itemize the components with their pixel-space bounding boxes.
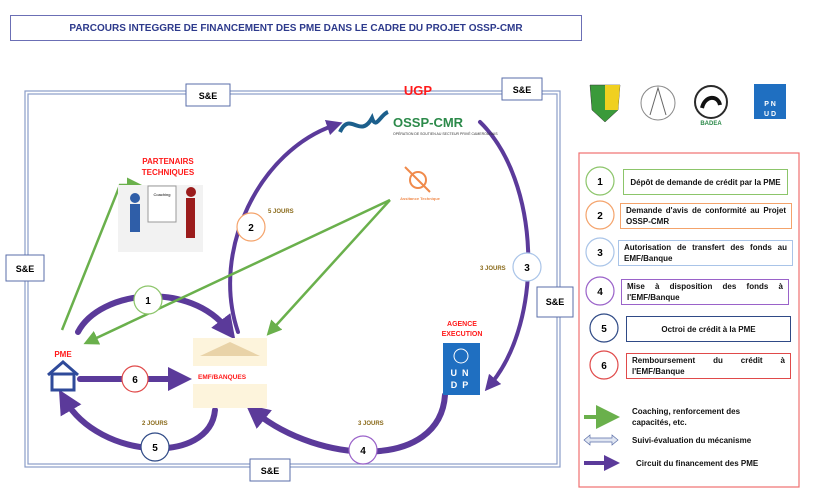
legend-step-number: 4: [597, 287, 603, 298]
svg-text:S&E: S&E: [199, 91, 218, 101]
legend-step-number: 2: [597, 211, 603, 222]
legend-step-number: 6: [601, 361, 607, 372]
coaching-arrow-emf: [266, 199, 391, 336]
legend-double-arrow: [583, 434, 619, 446]
agence-label: AGENCE: [447, 321, 477, 328]
partenaires-label: PARTENAIRS: [142, 157, 194, 166]
svg-text:1: 1: [145, 296, 151, 307]
se-box: S&E: [185, 83, 231, 107]
page-title: PARCOURS INTEGGRE DE FINANCEMENT DES PME…: [10, 15, 582, 41]
svg-text:3: 3: [524, 263, 530, 274]
step-circle-3: 3: [512, 252, 542, 282]
pnud-logo: P N U D: [754, 84, 786, 119]
legend-step-circle: [589, 313, 619, 343]
step-circle-6: 6: [121, 365, 149, 393]
svg-text:S&E: S&E: [261, 466, 280, 476]
step-circle-2: 2: [236, 212, 266, 242]
ministry-seal-logo: [640, 85, 676, 121]
duration-label: 3 JOURS: [480, 266, 506, 272]
legend-step-circle: [585, 276, 615, 306]
assistance-technique-label: Assitance Technique: [400, 196, 440, 201]
legend-step-number: 3: [597, 248, 603, 259]
house-icon: [47, 360, 79, 392]
undp-logo-letters: UNDP: [450, 368, 474, 390]
flow-arrow-2: [228, 119, 343, 334]
legend-step-number: 5: [601, 324, 607, 335]
step-circle-1: 1: [133, 285, 163, 315]
ossp-cmr-logo: OSSP-CMR OPÉRATION DE SOUTIEN AU SECTEUR…: [338, 110, 498, 136]
coaching-illustration: Coaching: [118, 185, 203, 252]
agence-label: EXECUTION: [442, 331, 483, 338]
legend-suivi: Suivi-évaluation du mécanisme: [632, 436, 752, 445]
svg-text:Coaching: Coaching: [154, 192, 171, 197]
flow-arrow-5: [58, 389, 218, 452]
coaching-arrow-pme: [83, 198, 391, 345]
legend-step-number: 1: [597, 177, 603, 188]
se-box: S&E: [249, 458, 291, 482]
legend-step-3: Autorisation de transfert des fonds au E…: [618, 240, 793, 266]
svg-text:6: 6: [132, 375, 138, 386]
cameroon-coat-of-arms-logo: [589, 84, 621, 123]
svg-text:S&E: S&E: [546, 297, 565, 307]
bank-icon: EMF/BANQUES: [193, 338, 267, 408]
badea-logo: BADEA: [694, 85, 728, 127]
legend-coaching: Coaching, renforcement des capacités, et…: [632, 407, 741, 427]
svg-text:OSSP-CMR: OSSP-CMR: [393, 115, 464, 130]
wrench-gear-icon: [404, 166, 431, 193]
duration-label: 2 JOURS: [142, 421, 168, 427]
flow-arrow-3: [478, 120, 531, 392]
step-circle-5: 5: [140, 432, 170, 462]
svg-text:S&E: S&E: [16, 264, 35, 274]
legend-step-circle: [585, 237, 615, 267]
duration-label: 5 JOURS: [268, 209, 294, 215]
svg-text:4: 4: [360, 446, 366, 457]
legend-step-circle: [585, 166, 615, 196]
partenaires-label: TECHNIQUES: [142, 168, 195, 177]
duration-label: 3 JOURS: [358, 421, 384, 427]
svg-text:BADEA: BADEA: [700, 121, 722, 127]
legend-step-6: Remboursement du crédit à l'EMF/Banque: [626, 353, 791, 379]
svg-text:2: 2: [248, 223, 254, 234]
legend-step-circle: [585, 200, 615, 230]
svg-text:U D: U D: [764, 111, 776, 118]
flow-arrow-4: [245, 392, 448, 455]
legend-step-4: Mise à disposition des fonds à l'EMF/Ban…: [621, 279, 789, 305]
svg-text:P N: P N: [764, 101, 776, 108]
svg-text:EMF/BANQUES: EMF/BANQUES: [198, 374, 247, 381]
step-circle-4: 4: [348, 435, 378, 465]
se-box: S&E: [501, 77, 543, 101]
svg-text:S&E: S&E: [513, 85, 532, 95]
se-box: S&E: [536, 286, 574, 318]
legend-step-1: Dépôt de demande de crédit par la PME: [623, 169, 788, 195]
ugp-label: UGP: [404, 83, 433, 98]
legend-circuit: Circuit du financement des PME: [636, 459, 759, 468]
se-box: S&E: [5, 254, 45, 282]
undp-logo: [443, 343, 480, 395]
pme-label: PME: [54, 350, 72, 359]
svg-text:5: 5: [152, 443, 158, 454]
legend-box: [578, 152, 800, 488]
legend-step-2: Demande d'avis de conformité au Projet O…: [620, 203, 792, 229]
legend-step-circle: [589, 350, 619, 380]
svg-text:OPÉRATION DE SOUTIEN AU SECTEU: OPÉRATION DE SOUTIEN AU SECTEUR PRIVÉ CA…: [393, 131, 498, 136]
legend-step-5: Octroi de crédit à la PME: [626, 316, 791, 342]
